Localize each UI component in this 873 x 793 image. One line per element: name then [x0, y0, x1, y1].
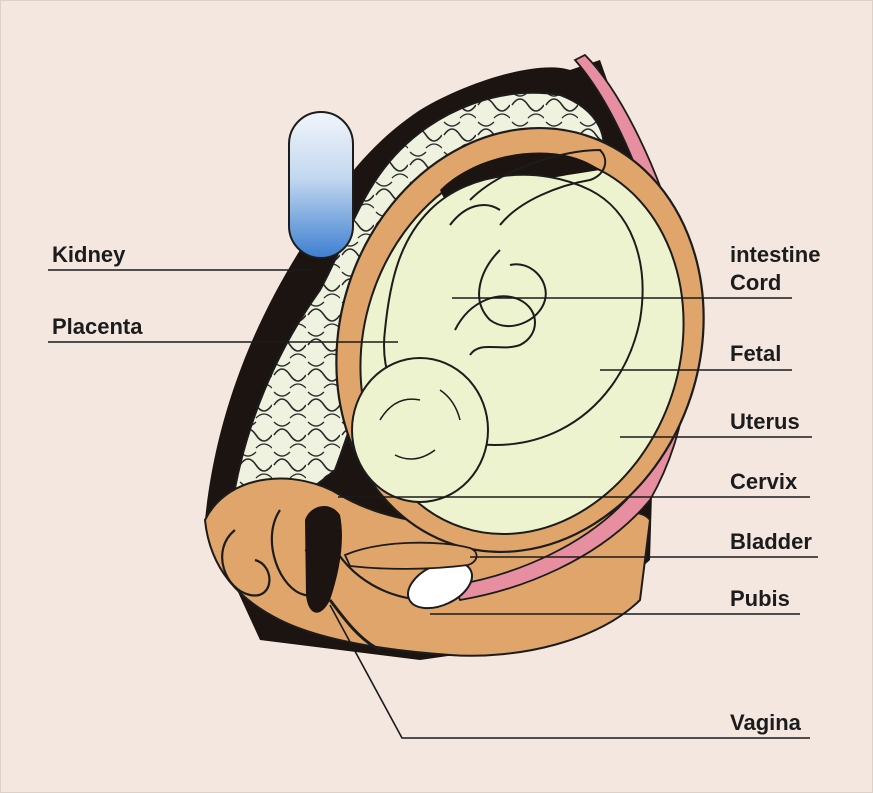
label-uterus: Uterus — [730, 409, 800, 434]
label-kidney: Kidney — [52, 242, 126, 267]
kidney — [289, 112, 353, 258]
label-bladder: Bladder — [730, 529, 812, 554]
label-fetal: Fetal — [730, 341, 781, 366]
label-pubis: Pubis — [730, 586, 790, 611]
label-placenta: Placenta — [52, 314, 143, 339]
label-intestine: intestine — [730, 242, 820, 267]
label-vagina: Vagina — [730, 710, 802, 735]
fetus-head — [352, 358, 488, 502]
label-cervix: Cervix — [730, 469, 798, 494]
label-cord: Cord — [730, 270, 781, 295]
